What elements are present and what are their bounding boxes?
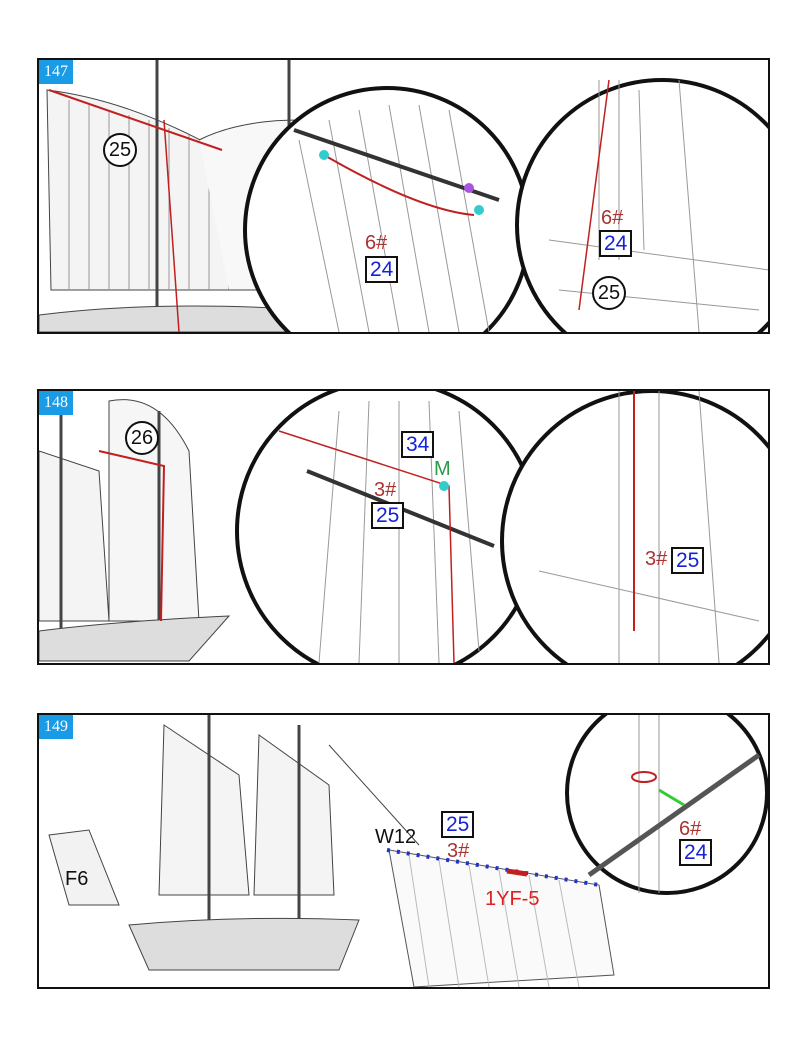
thread-size-label: 6# bbox=[365, 232, 388, 254]
fitting-label: 1YF-5 bbox=[485, 888, 540, 910]
thread-size-label: 3# bbox=[645, 548, 668, 570]
part-number-box: 25 bbox=[441, 811, 475, 838]
part-number-circle: 26 bbox=[125, 421, 159, 455]
thread-size-label: 3# bbox=[447, 840, 470, 862]
part-number-circle: 25 bbox=[103, 133, 137, 167]
ship-illustration-147 bbox=[39, 60, 768, 332]
thread-size-label: 6# bbox=[679, 818, 702, 840]
step-number-badge: 149 bbox=[39, 715, 73, 739]
part-number-box: 24 bbox=[365, 256, 399, 283]
step-number-badge: 147 bbox=[39, 60, 73, 84]
part-number-box: 25 bbox=[371, 502, 405, 529]
step-147-panel: 147 25 6# 24 6# 24 25 bbox=[37, 58, 770, 334]
part-number-box: 24 bbox=[599, 230, 633, 257]
ship-illustration-149 bbox=[48, 715, 768, 987]
part-number-box: 34 bbox=[401, 431, 435, 458]
thread-size-label: 3# bbox=[374, 479, 397, 501]
part-number-box: 24 bbox=[679, 839, 713, 866]
ship-illustration-148 bbox=[39, 391, 768, 663]
marker-label: M bbox=[434, 458, 451, 480]
part-number-box: 25 bbox=[671, 547, 705, 574]
yard-label: W12 bbox=[375, 826, 417, 848]
step-148-panel: 148 26 34 M 3# 25 3# 25 bbox=[37, 389, 770, 665]
step-149-panel: 149 F6 W12 25 3# 1YF-5 6# 24 bbox=[37, 713, 770, 989]
sail-label: F6 bbox=[65, 868, 89, 890]
step-number-badge: 148 bbox=[39, 391, 73, 415]
part-number-circle: 25 bbox=[592, 276, 626, 310]
thread-size-label: 6# bbox=[601, 207, 624, 229]
